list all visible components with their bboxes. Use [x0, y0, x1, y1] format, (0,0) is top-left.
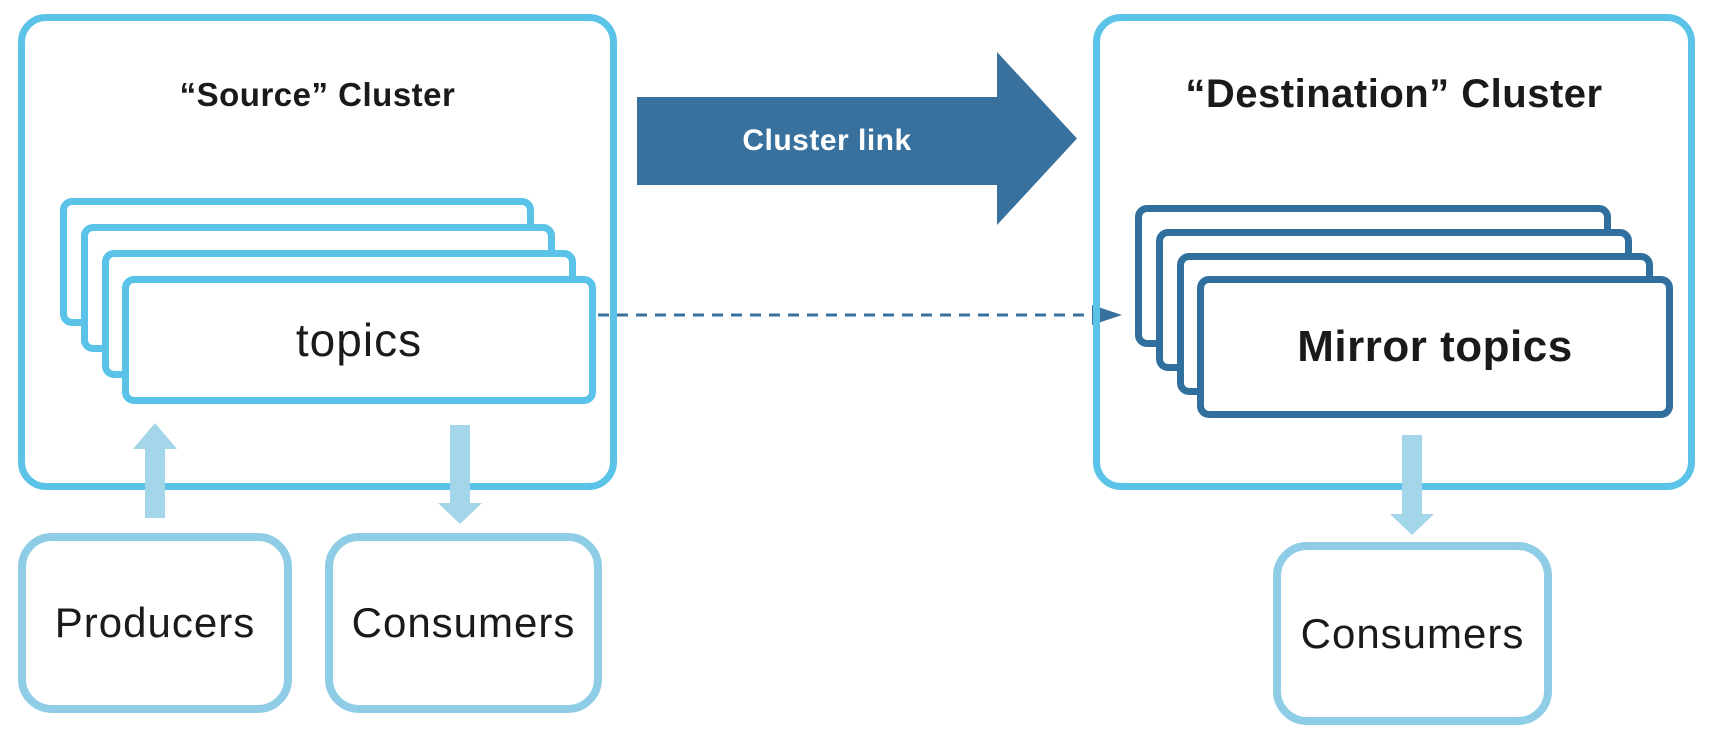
destination-consumers-box: Consumers — [1273, 542, 1552, 725]
mirror-topics-label: Mirror topics — [1297, 322, 1573, 371]
mirror-dashed-arrow-icon — [598, 305, 1122, 325]
cluster-link-label: Cluster link — [742, 124, 912, 157]
source-cluster-box — [18, 14, 617, 490]
topics-down-arrow-icon — [438, 425, 482, 524]
destination-cluster-title: “Destination” Cluster — [1185, 72, 1603, 116]
source-consumers-box: Consumers — [325, 533, 602, 713]
topics-card-front: topics — [122, 276, 596, 404]
source-consumers-label: Consumers — [351, 599, 576, 646]
producers-label: Producers — [54, 599, 256, 646]
destination-cluster-box — [1093, 14, 1695, 490]
destination-consumers-label: Consumers — [1300, 609, 1525, 657]
cluster-link-arrow-icon — [637, 52, 1077, 225]
producers-up-arrow-icon — [133, 423, 177, 518]
mirror-down-arrow-icon — [1390, 435, 1434, 535]
mirror-topics-card-front: Mirror topics — [1197, 276, 1673, 418]
producers-box: Producers — [18, 533, 292, 713]
source-cluster-title: “Source” Cluster — [179, 76, 456, 113]
topics-label: topics — [295, 314, 423, 366]
